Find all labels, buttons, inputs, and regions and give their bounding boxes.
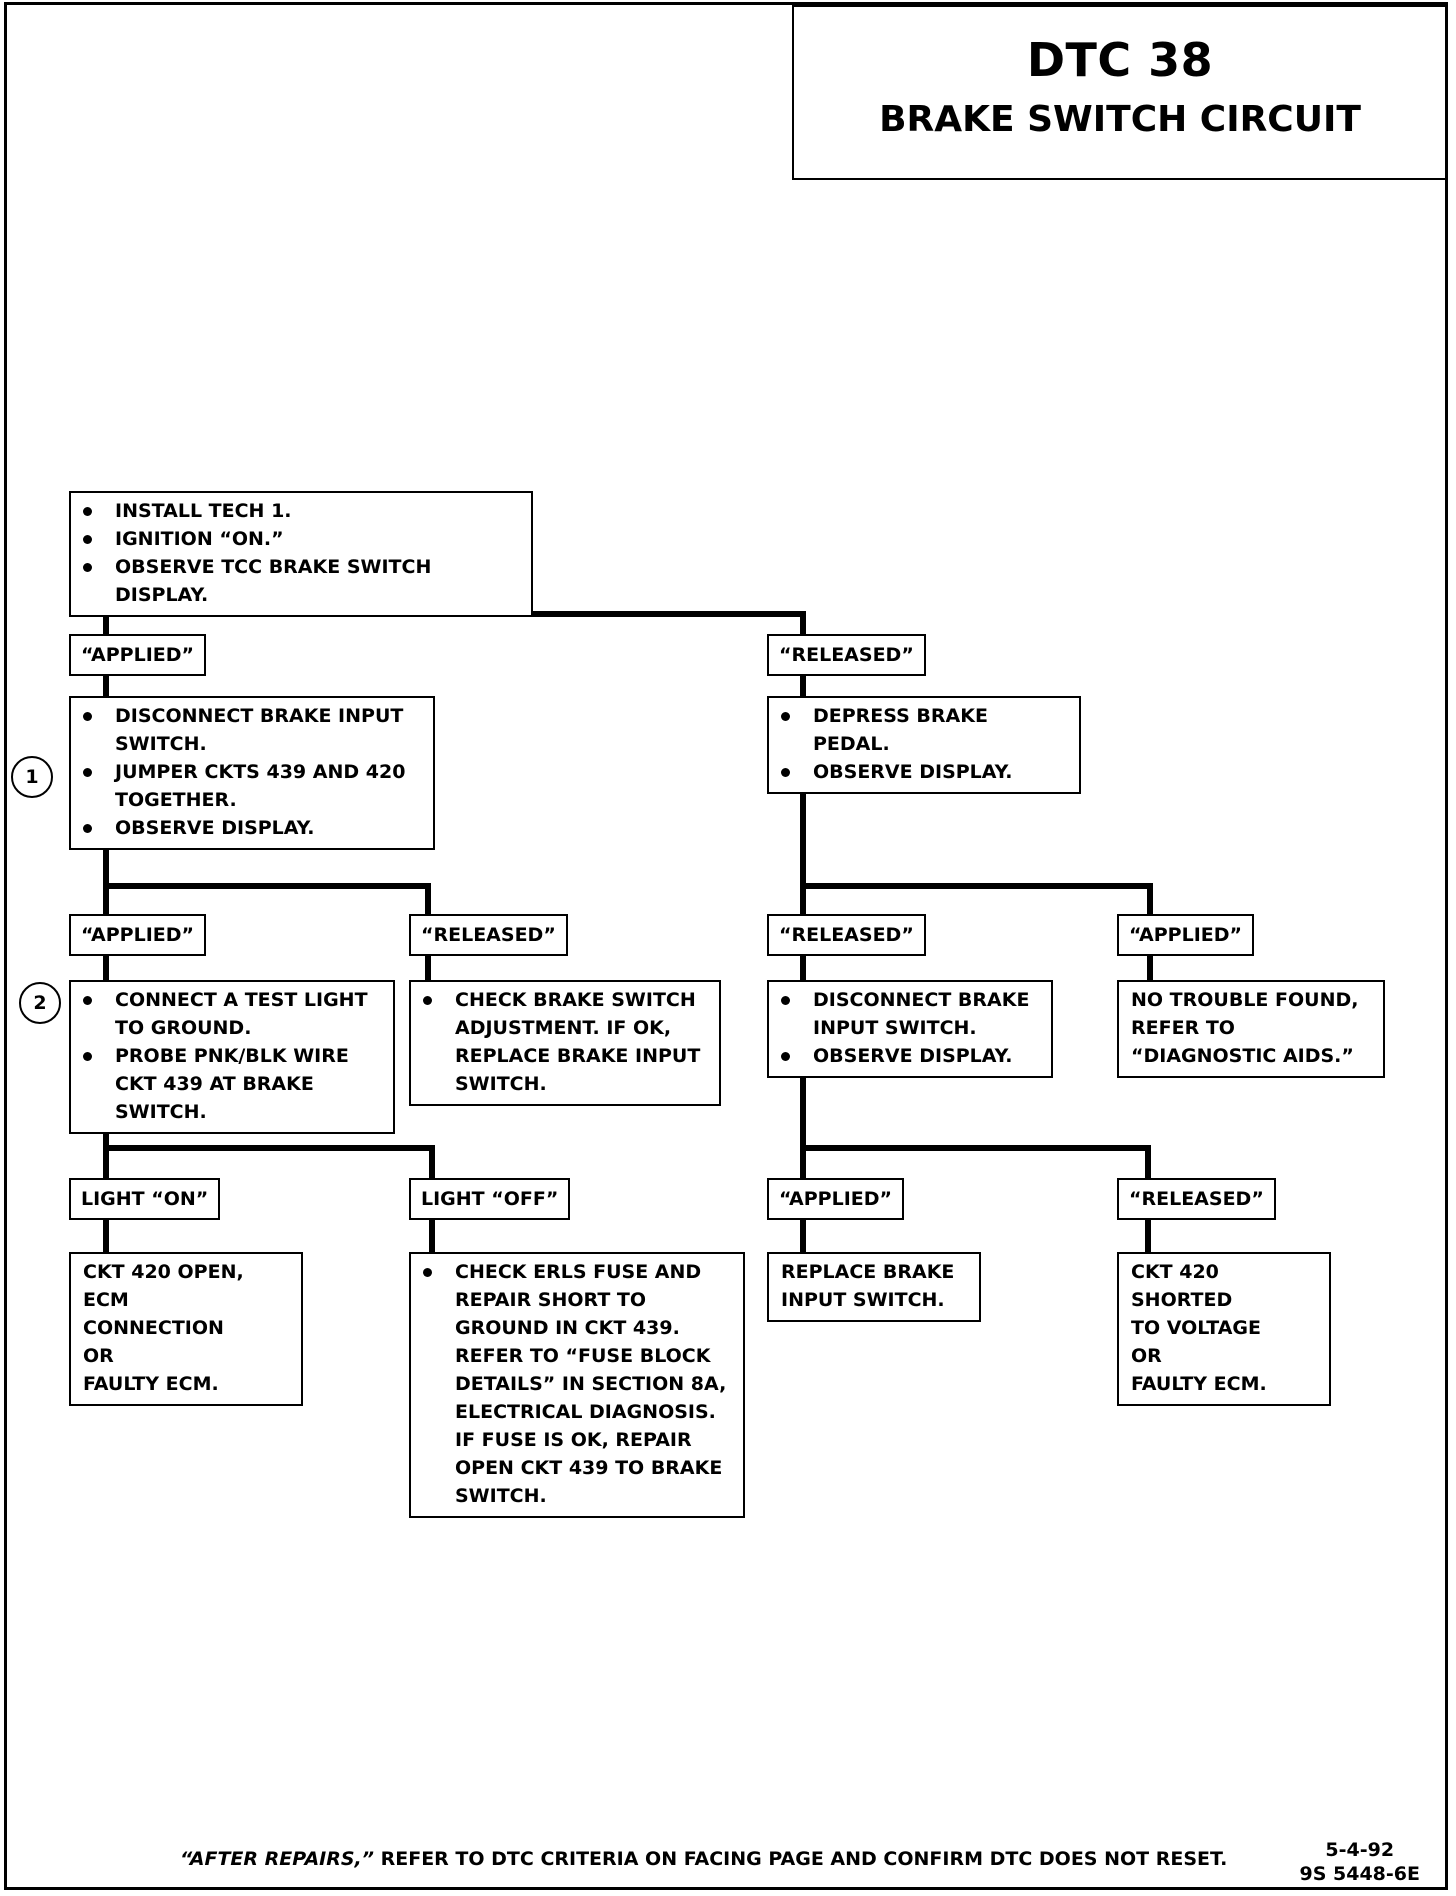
- applied-step-item: OBSERVE DISPLAY.: [83, 814, 421, 842]
- start-item: IGNITION “ON.”: [83, 525, 519, 553]
- step-1-marker: 1: [11, 756, 53, 798]
- replace-switch-box: REPLACE BRAKE INPUT SWITCH.: [767, 1252, 981, 1322]
- label-applied-applied: “APPLIED”: [69, 914, 207, 956]
- test-light-box: CONNECT A TEST LIGHT TO GROUND. PROBE PN…: [69, 980, 395, 1134]
- replace-switch-text: REPLACE BRAKE INPUT SWITCH.: [781, 1261, 955, 1311]
- ckt-420-shorted-box: CKT 420 SHORTED TO VOLTAGE OR FAULTY ECM…: [1117, 1252, 1331, 1406]
- applied-step-item: JUMPER CKTS 439 AND 420 TOGETHER.: [83, 758, 421, 814]
- footer-note: “AFTER REPAIRS,” REFER TO DTC CRITERIA O…: [180, 1848, 1227, 1870]
- start-box: INSTALL TECH 1. IGNITION “ON.” OBSERVE T…: [69, 491, 533, 617]
- check-adjustment-item: CHECK BRAKE SWITCH ADJUSTMENT. IF OK, RE…: [423, 986, 707, 1098]
- applied-step-box: DISCONNECT BRAKE INPUT SWITCH. JUMPER CK…: [69, 696, 435, 850]
- check-adjustment-box: CHECK BRAKE SWITCH ADJUSTMENT. IF OK, RE…: [409, 980, 721, 1106]
- test-light-item: CONNECT A TEST LIGHT TO GROUND.: [83, 986, 381, 1042]
- released-step-item: DEPRESS BRAKE PEDAL.: [781, 702, 1067, 758]
- page-subtitle: BRAKE SWITCH CIRCUIT: [879, 99, 1361, 140]
- released-step-item: OBSERVE DISPLAY.: [781, 758, 1067, 786]
- footer-note-text: REFER TO DTC CRITERIA ON FACING PAGE AND…: [374, 1848, 1228, 1870]
- label-light-on: LIGHT “ON”: [69, 1178, 221, 1220]
- document-number: 9S 5448-6E: [1299, 1863, 1421, 1885]
- test-light-item: PROBE PNK/BLK WIRE CKT 439 AT BRAKE SWIT…: [83, 1042, 381, 1126]
- ckt-420-open-box: CKT 420 OPEN, ECM CONNECTION OR FAULTY E…: [69, 1252, 303, 1406]
- no-trouble-found-text: NO TROUBLE FOUND, REFER TO “DIAGNOSTIC A…: [1131, 989, 1359, 1067]
- page-title: DTC 38: [1026, 33, 1214, 87]
- check-erls-fuse-box: CHECK ERLS FUSE AND REPAIR SHORT TO GROU…: [409, 1252, 745, 1518]
- released-step-box: DEPRESS BRAKE PEDAL. OBSERVE DISPLAY.: [767, 696, 1081, 794]
- start-item: OBSERVE TCC BRAKE SWITCH DISPLAY.: [83, 553, 519, 609]
- document-code: 5-4-92 9S 5448-6E: [1300, 1838, 1421, 1886]
- title-block: DTC 38 BRAKE SWITCH CIRCUIT: [792, 5, 1448, 180]
- label-released: “RELEASED”: [767, 634, 926, 676]
- check-erls-fuse-item: CHECK ERLS FUSE AND REPAIR SHORT TO GROU…: [423, 1258, 731, 1510]
- label-released-released: “RELEASED”: [767, 914, 926, 956]
- no-trouble-found-box: NO TROUBLE FOUND, REFER TO “DIAGNOSTIC A…: [1117, 980, 1385, 1078]
- page-frame: [4, 2, 1448, 1890]
- ckt-420-shorted-text: CKT 420 SHORTED TO VOLTAGE OR FAULTY ECM…: [1131, 1261, 1267, 1395]
- start-item: INSTALL TECH 1.: [83, 497, 519, 525]
- step-2-marker: 2: [19, 982, 61, 1024]
- label-light-off: LIGHT “OFF”: [409, 1178, 571, 1220]
- label-released-applied: “APPLIED”: [1117, 914, 1255, 956]
- label-applied-released: “RELEASED”: [409, 914, 568, 956]
- disconnect-switch-item: OBSERVE DISPLAY.: [781, 1042, 1039, 1070]
- document-date: 5-4-92: [1325, 1839, 1395, 1861]
- label-final-applied: “APPLIED”: [767, 1178, 905, 1220]
- label-final-released: “RELEASED”: [1117, 1178, 1276, 1220]
- footer-note-emphasis: “AFTER REPAIRS,”: [180, 1848, 374, 1870]
- disconnect-switch-box: DISCONNECT BRAKE INPUT SWITCH. OBSERVE D…: [767, 980, 1053, 1078]
- ckt-420-open-text: CKT 420 OPEN, ECM CONNECTION OR FAULTY E…: [83, 1261, 244, 1395]
- applied-step-item: DISCONNECT BRAKE INPUT SWITCH.: [83, 702, 421, 758]
- label-applied: “APPLIED”: [69, 634, 207, 676]
- disconnect-switch-item: DISCONNECT BRAKE INPUT SWITCH.: [781, 986, 1039, 1042]
